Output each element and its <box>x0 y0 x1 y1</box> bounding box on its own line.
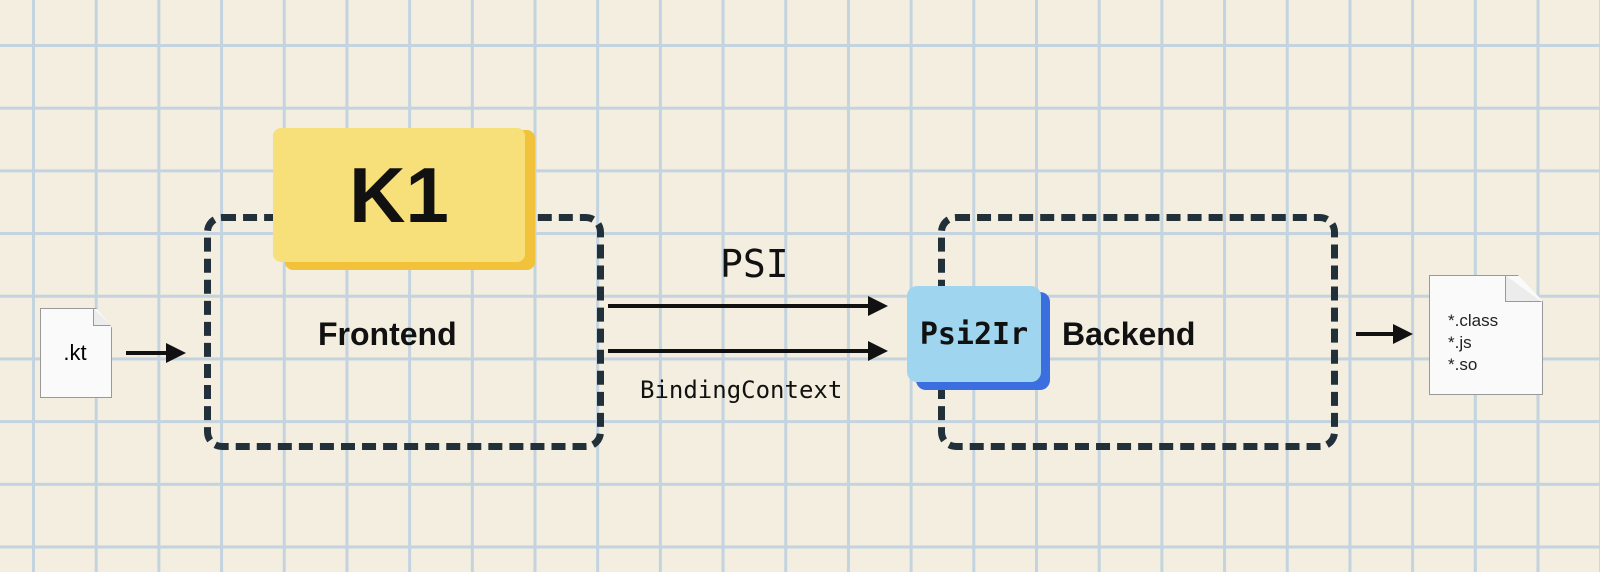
output-ext-so: *.so <box>1448 355 1478 374</box>
k1-badge: K1 <box>273 128 525 262</box>
output-ext-js: *.js <box>1448 333 1472 352</box>
psi2ir-badge: Psi2Ir <box>907 286 1041 382</box>
output-file-list: *.class *.js *.so <box>1448 310 1498 376</box>
psi-label: PSI <box>720 242 789 286</box>
output-ext-class: *.class <box>1448 311 1499 330</box>
k1-badge-label: K1 <box>349 150 449 239</box>
psi2ir-badge-label: Psi2Ir <box>919 316 1029 352</box>
binding-context-label: BindingContext <box>640 376 843 404</box>
kt-file-label: .kt <box>63 340 87 365</box>
backend-label: Backend <box>1062 316 1196 352</box>
frontend-label: Frontend <box>318 316 457 352</box>
